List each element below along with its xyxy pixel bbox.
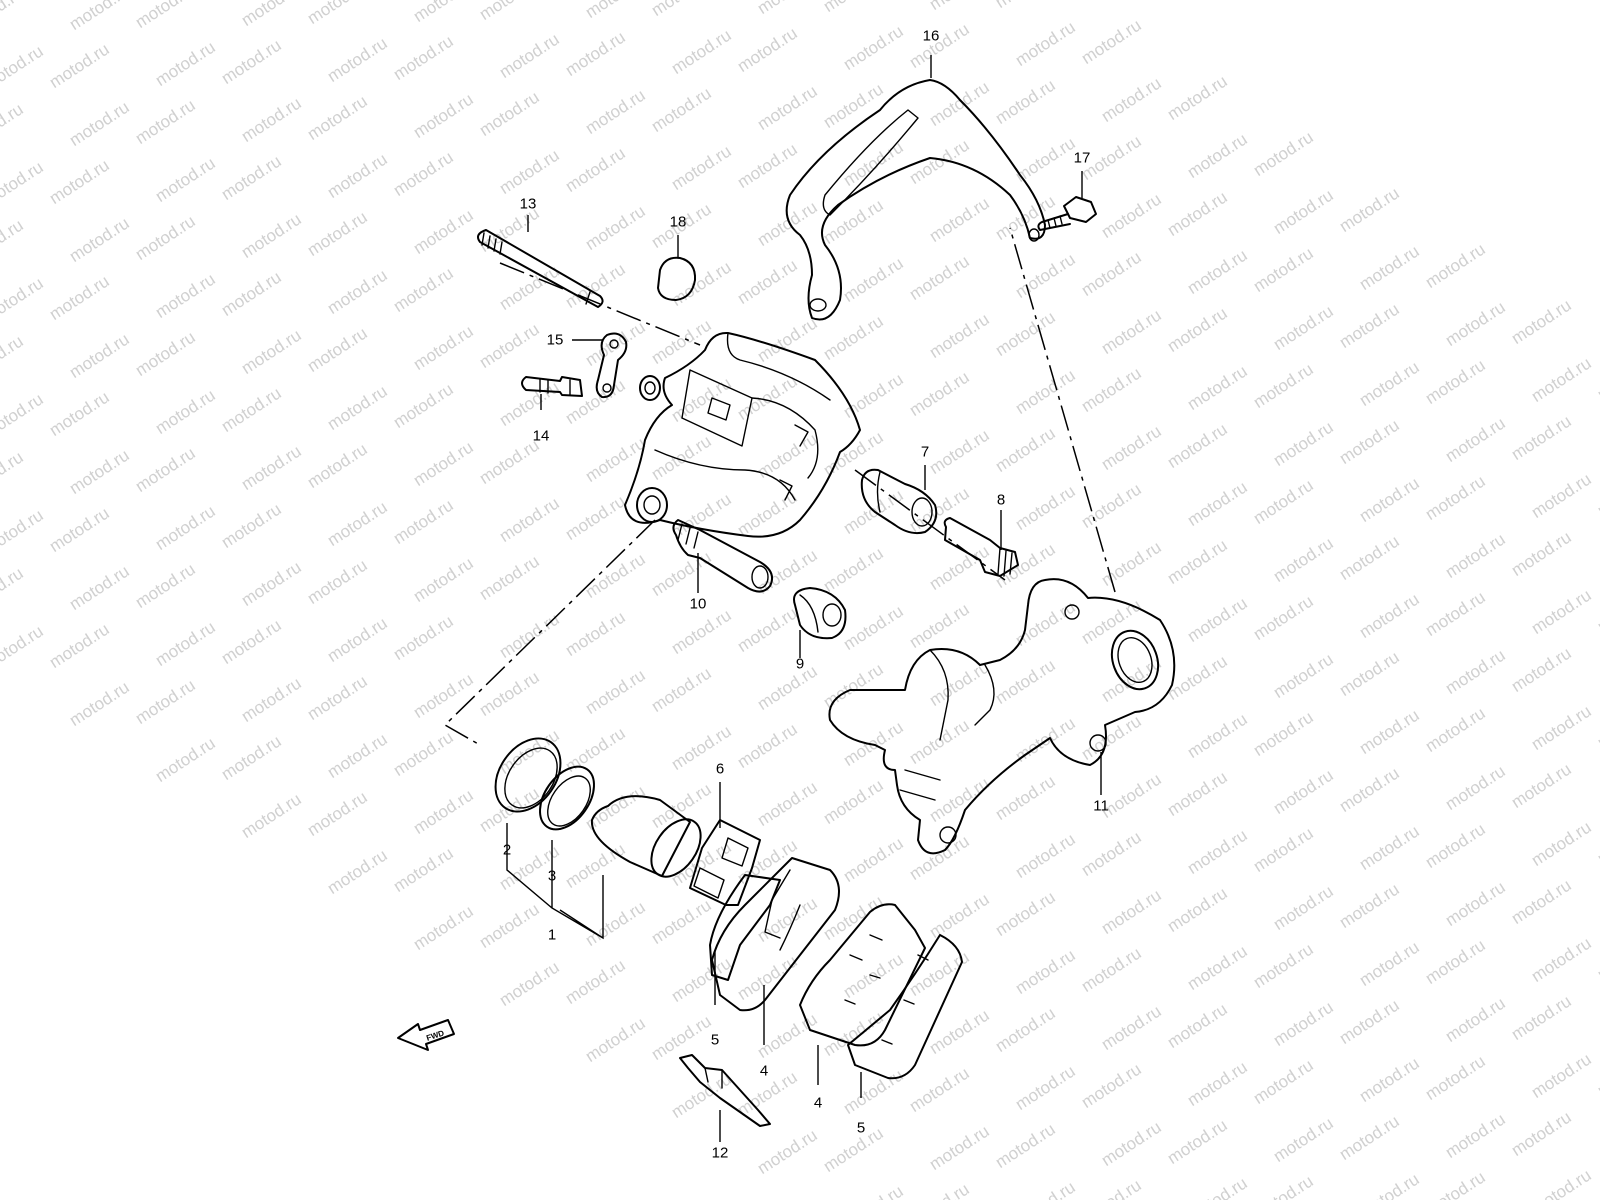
part-7-sleeve xyxy=(860,468,938,535)
callout-10: 10 xyxy=(689,595,707,613)
part-16-torque-link xyxy=(785,79,1046,321)
callout-16: 16 xyxy=(922,27,940,45)
part-4-brake-pad-rear xyxy=(799,903,926,1047)
part-10-slide-pin xyxy=(672,519,773,593)
part-11-caliper-bracket xyxy=(828,578,1176,855)
callout-leaders xyxy=(506,55,1102,1142)
assembly-line-bolt xyxy=(854,469,1006,581)
callout-3: 3 xyxy=(547,867,557,885)
caliper-body xyxy=(624,331,861,538)
part-5-backing-plate-front xyxy=(709,874,781,981)
fwd-arrow-icon: FWD xyxy=(397,1019,455,1051)
assembly-line-piston xyxy=(443,519,656,746)
callout-6: 6 xyxy=(715,760,725,778)
assembly-line-pin xyxy=(499,262,701,346)
callout-2: 2 xyxy=(502,841,512,859)
callout-4: 4 xyxy=(759,1062,769,1080)
callout-7: 7 xyxy=(920,443,930,461)
part-3-dust-seal xyxy=(539,765,595,831)
part-9-boot xyxy=(793,587,847,640)
part-5-backing-plate-rear xyxy=(847,934,963,1080)
callout-12: 12 xyxy=(711,1144,729,1162)
callout-15: 15 xyxy=(546,331,564,349)
part-12-pad-spring xyxy=(679,1054,771,1127)
callout-13: 13 xyxy=(519,195,537,213)
callout-1: 1 xyxy=(547,926,557,944)
part-17-bolt xyxy=(1037,196,1097,231)
part-4-brake-pad-front xyxy=(711,857,840,1012)
callout-4: 4 xyxy=(813,1094,823,1112)
callout-5: 5 xyxy=(856,1119,866,1137)
callout-11: 11 xyxy=(1093,797,1109,815)
callout-17: 17 xyxy=(1073,149,1091,167)
part-15-washer xyxy=(595,332,628,399)
part-18-cap xyxy=(657,256,697,301)
assembly-line-caliper-bracket xyxy=(1009,227,1116,593)
part-8-bolt xyxy=(943,517,1019,577)
part-14-bleeder-valve xyxy=(521,376,583,397)
callout-18: 18 xyxy=(669,213,687,231)
callout-5: 5 xyxy=(710,1031,720,1049)
callout-14: 14 xyxy=(532,427,550,445)
part-6-shim xyxy=(689,819,761,906)
callout-8: 8 xyxy=(996,491,1006,509)
part-2-piston-seal xyxy=(494,737,562,813)
part-13-pad-pin xyxy=(477,229,604,308)
callout-9: 9 xyxy=(795,655,805,673)
caliper-piston xyxy=(590,795,702,878)
